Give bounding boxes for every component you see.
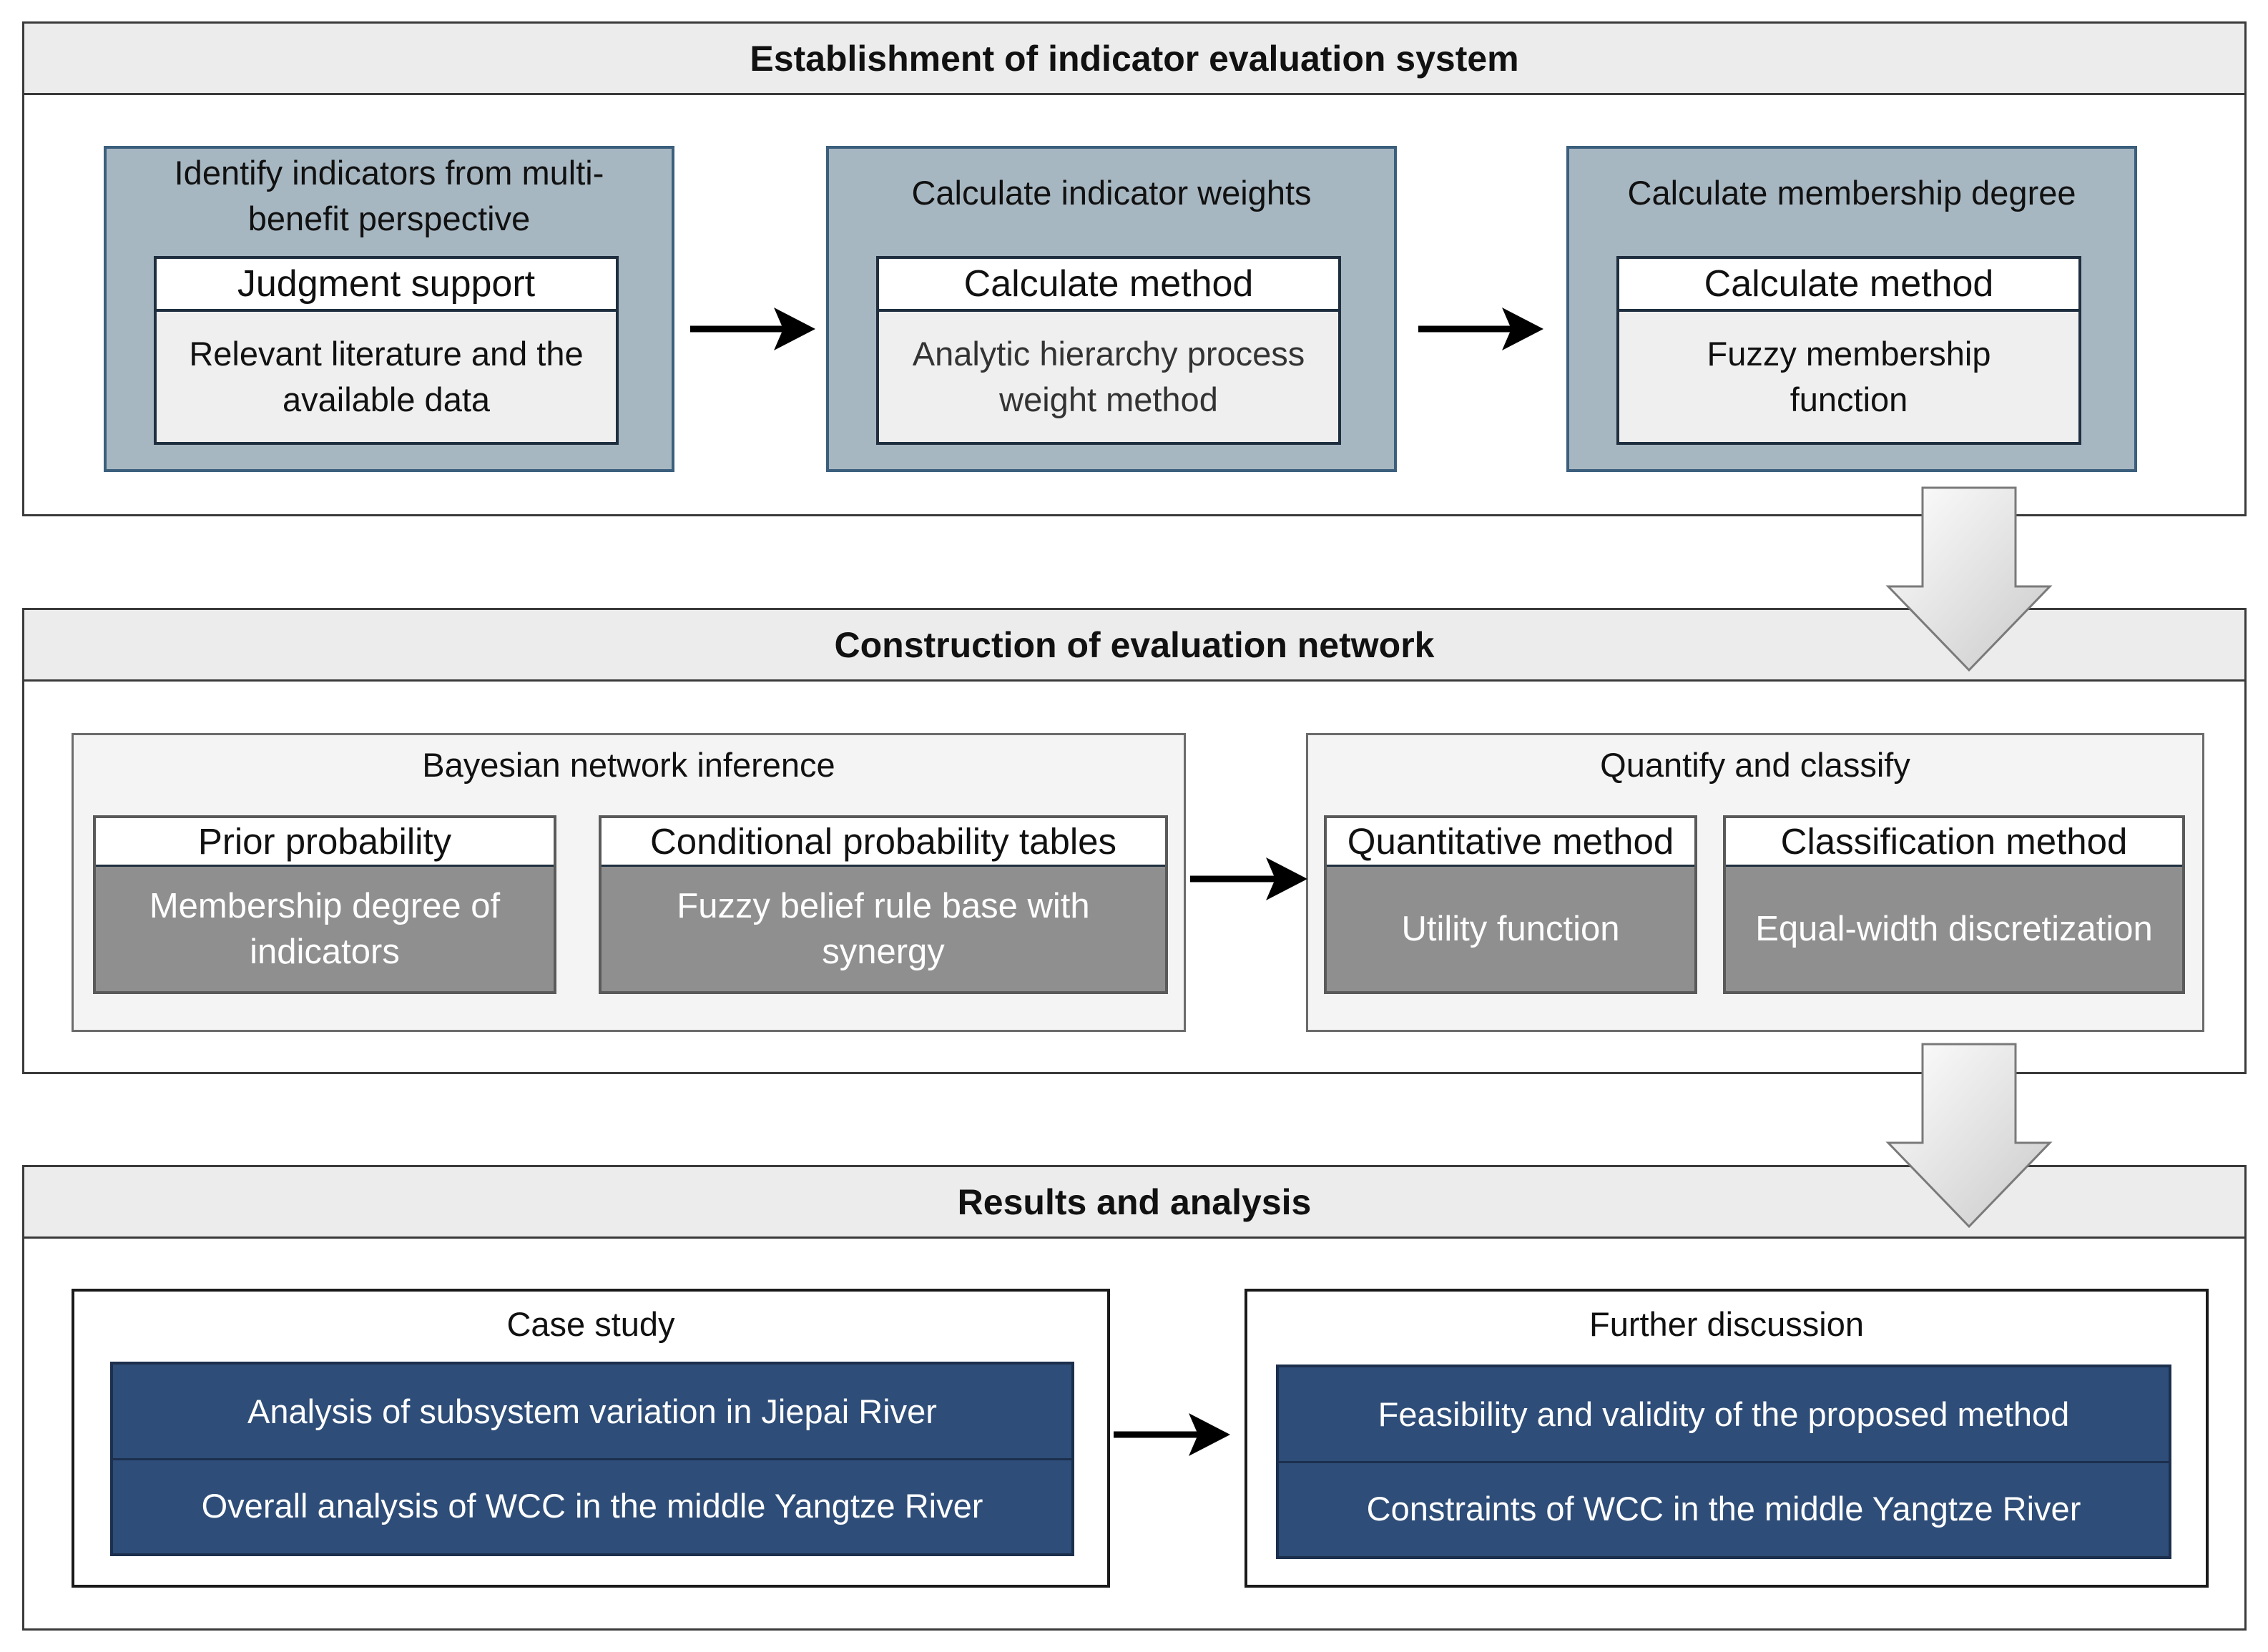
inner-heading: Calculate method: [1619, 259, 2078, 312]
group-further-discussion: Further discussion Feasibility and valid…: [1245, 1289, 2209, 1588]
section-results-analysis: Results and analysis Case study Analysis…: [22, 1165, 2247, 1631]
down-arrow-section2-to-section3: [1885, 1043, 2053, 1229]
group-case-study: Case study Analysis of subsystem variati…: [72, 1289, 1110, 1588]
list-item: Constraints of WCC in the middle Yangtze…: [1366, 1489, 2081, 1528]
list-item: Overall analysis of WCC in the middle Ya…: [201, 1486, 983, 1525]
inner-body: Relevant literature and the available da…: [189, 335, 584, 418]
step-membership-degree: Calculate membership degree Calculate me…: [1566, 146, 2137, 472]
step-title: Calculate indicator weights: [911, 174, 1312, 212]
calculate-method-box: Calculate method Fuzzy membership functi…: [1616, 256, 2081, 445]
box-heading: Classification method: [1726, 818, 2182, 867]
group-title: Further discussion: [1589, 1305, 1864, 1343]
down-arrow-section1-to-section2: [1885, 486, 2053, 672]
group-title: Case study: [506, 1305, 675, 1343]
group-title: Bayesian network inference: [422, 746, 835, 784]
box-body: Utility function: [1401, 910, 1620, 948]
inner-heading: Calculate method: [879, 259, 1338, 312]
box-heading: Quantitative method: [1327, 818, 1694, 867]
prior-probability-box: Prior probability Membership degree of i…: [93, 815, 556, 994]
box-body: Membership degree of indicators: [149, 887, 501, 971]
step-title: Calculate membership degree: [1627, 174, 2076, 212]
arrow-step1-to-step2: [690, 308, 815, 350]
arrow-bayesian-to-quantify: [1190, 857, 1307, 900]
section-title: Establishment of indicator evaluation sy…: [24, 24, 2244, 95]
inner-body: Fuzzy membership function: [1707, 335, 1991, 418]
group-quantify-classify: Quantify and classify Quantitative metho…: [1306, 733, 2204, 1032]
case-study-items: Analysis of subsystem variation in Jiepa…: [110, 1362, 1074, 1556]
box-heading: Prior probability: [96, 818, 554, 867]
box-body: Fuzzy belief rule base with synergy: [677, 887, 1090, 971]
inner-body: Analytic hierarchy process weight method: [912, 335, 1305, 418]
group-bayesian-inference: Bayesian network inference Prior probabi…: [72, 733, 1186, 1032]
classification-method-box: Classification method Equal-width discre…: [1723, 815, 2185, 994]
list-item: Analysis of subsystem variation in Jiepa…: [113, 1365, 1071, 1460]
inner-heading: Judgment support: [157, 259, 616, 312]
step-identify-indicators: Identify indicators from multi-benefit p…: [104, 146, 674, 472]
section-indicator-evaluation: Establishment of indicator evaluation sy…: [22, 21, 2247, 516]
conditional-probability-box: Conditional probability tables Fuzzy bel…: [599, 815, 1168, 994]
judgment-support-box: Judgment support Relevant literature and…: [154, 256, 619, 445]
step-title: Identify indicators from multi-benefit p…: [174, 154, 604, 237]
section-title: Results and analysis: [24, 1167, 2244, 1239]
list-item: Feasibility and validity of the proposed…: [1279, 1367, 2169, 1463]
further-discussion-items: Feasibility and validity of the proposed…: [1276, 1365, 2171, 1559]
arrow-step2-to-step3: [1418, 308, 1543, 350]
group-title: Quantify and classify: [1600, 746, 1910, 784]
box-heading: Conditional probability tables: [602, 818, 1165, 867]
step-indicator-weights: Calculate indicator weights Calculate me…: [826, 146, 1397, 472]
arrow-casestudy-to-discussion: [1114, 1413, 1230, 1456]
calculate-method-box: Calculate method Analytic hierarchy proc…: [876, 256, 1341, 445]
section-evaluation-network: Construction of evaluation network Bayes…: [22, 608, 2247, 1074]
quantitative-method-box: Quantitative method Utility function: [1324, 815, 1697, 994]
box-body: Equal-width discretization: [1755, 910, 2153, 948]
section-title: Construction of evaluation network: [24, 610, 2244, 682]
